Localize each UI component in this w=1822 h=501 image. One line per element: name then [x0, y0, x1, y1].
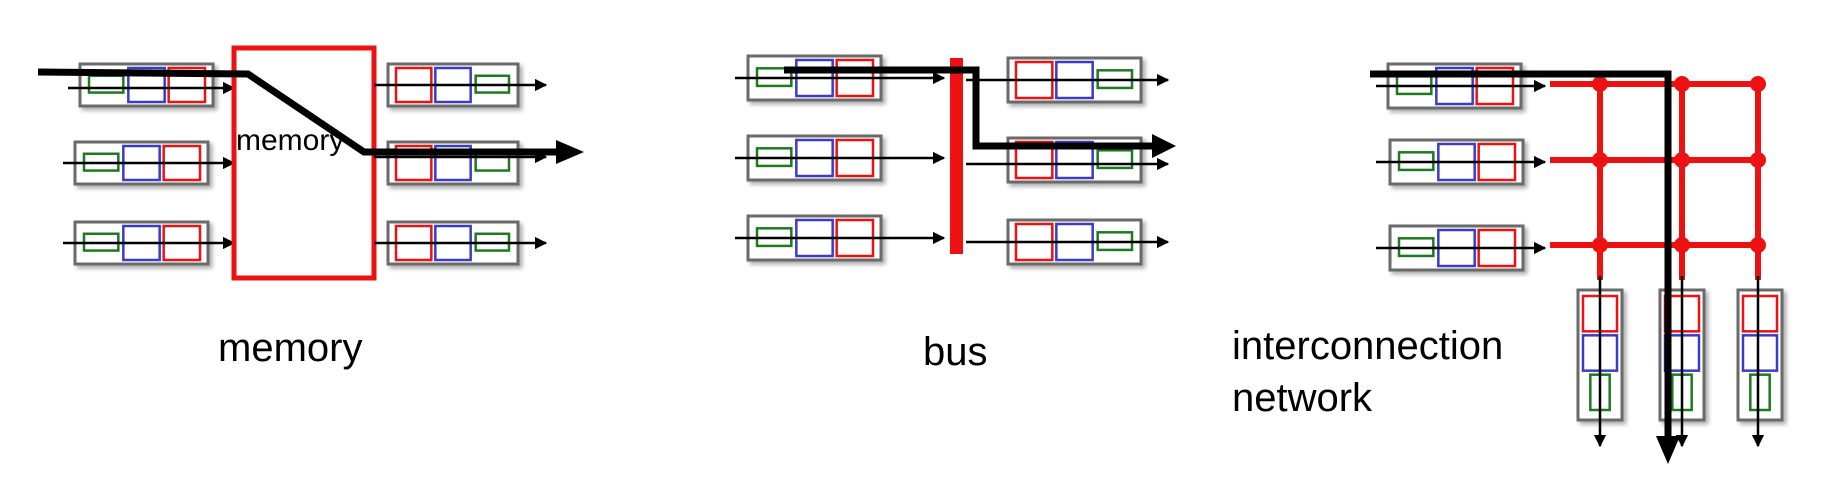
interconnection-caption-line1: interconnection [1232, 324, 1504, 368]
memory-caption: memory [218, 326, 363, 370]
crossbar-node-1-3 [1750, 76, 1766, 92]
crossbar-node-2-1 [1592, 152, 1608, 168]
network-output-queue-3-cell-red [1741, 294, 1779, 333]
interconnection-caption-line2: network [1232, 376, 1373, 420]
network-output-queue-3-cell-green [1749, 373, 1771, 412]
bus-path-line [784, 66, 1160, 150]
crossbar-node-3-3 [1750, 237, 1766, 253]
memory-path-line [37, 68, 560, 156]
memory-output-queue-2-cell-blue [434, 144, 472, 182]
bus-output-queue-2-cell-blue [1055, 140, 1094, 180]
interconnection-network-caption: interconnection network [1232, 320, 1503, 424]
bus-output-queue-2-cell-green [1096, 149, 1134, 170]
memory-output-queue-2-box [386, 140, 520, 186]
bus-path-arrowhead [1152, 134, 1176, 158]
crossbar-node-2-3 [1750, 152, 1766, 168]
memory-output-queue-2-cell-red [394, 144, 433, 182]
memory-path-arrowhead [556, 140, 584, 164]
memory-box-label: memory [236, 124, 345, 157]
crossbar-node-3-2 [1674, 237, 1690, 253]
bus-output-queue-2-cell-red [1014, 140, 1054, 180]
bus-fabric-bar [950, 58, 963, 254]
bus-caption: bus [923, 330, 988, 374]
network-output-queue-3-cell-blue [1741, 334, 1779, 372]
memory-fabric-box [231, 45, 377, 281]
memory-input-queue-1-cell-blue [127, 66, 166, 104]
crossbar-node-2-2 [1674, 152, 1690, 168]
network-path-arrowhead [1656, 436, 1680, 464]
crossbar-node-3-1 [1592, 237, 1608, 253]
crossbar-node-1-2 [1674, 76, 1690, 92]
crossbar-node-1-1 [1592, 76, 1608, 92]
memory-input-queue-1-cell-red [167, 66, 207, 104]
network-path-line [1370, 70, 1672, 440]
network-output-queue-3-box [1736, 288, 1784, 422]
